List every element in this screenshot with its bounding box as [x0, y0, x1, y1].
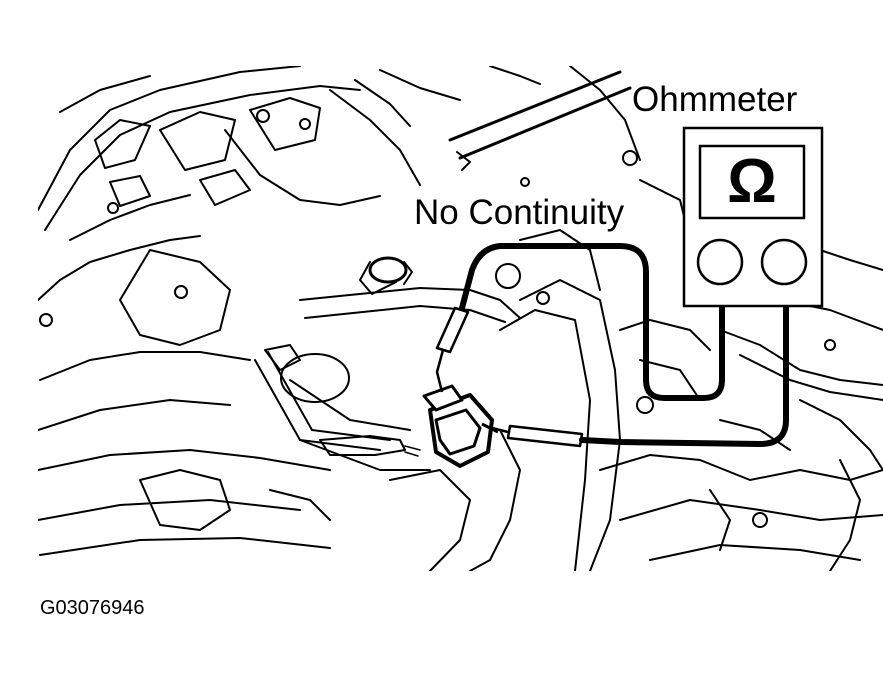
test-probe-lead-1 — [435, 306, 470, 393]
ohmmeter — [682, 126, 824, 308]
engine-line-art — [38, 66, 883, 571]
meter-terminal-left — [696, 238, 744, 286]
ohm-symbol: Ω — [727, 147, 777, 216]
figure-code: G03076946 — [40, 597, 145, 619]
meter-terminal-right — [760, 238, 808, 286]
test-probe-lead-2 — [491, 424, 584, 448]
meter-lead-wires — [459, 243, 789, 447]
sensor-connector — [422, 384, 499, 468]
ohmmeter-label: Ohmmeter — [632, 80, 798, 119]
no-continuity-label: No Continuity — [414, 193, 625, 232]
